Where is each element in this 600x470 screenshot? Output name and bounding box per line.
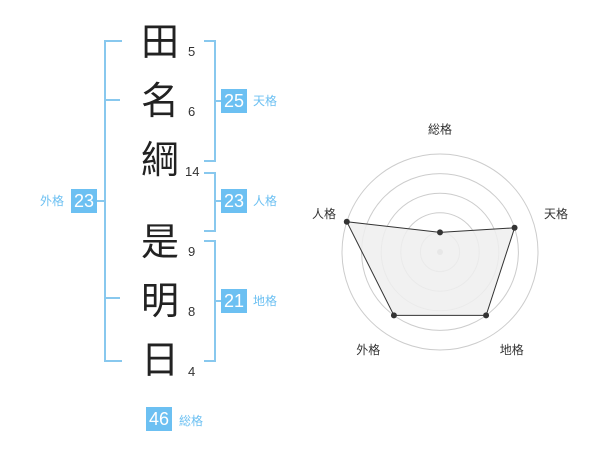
jinkaku-connector	[214, 200, 222, 202]
radar-axis-label-2: 天格	[544, 206, 568, 221]
radar-point-5	[343, 218, 350, 225]
stroke-count-6: 4	[188, 364, 196, 379]
chikaku-connector	[214, 300, 222, 302]
radar-axis-label-5: 人格	[312, 206, 336, 221]
jinkaku-badge: 23	[221, 189, 248, 213]
stroke-count-4: 9	[188, 244, 196, 259]
name-char-5: 明	[140, 279, 179, 323]
radar-point-2	[511, 224, 518, 231]
gaikaku-badge: 23	[71, 189, 98, 213]
stroke-count-1: 5	[188, 44, 196, 59]
name-char-1: 田	[140, 20, 179, 64]
stroke-count-5: 8	[188, 304, 196, 319]
gaikaku-label: 外格	[40, 194, 65, 208]
radar-polygon	[345, 221, 516, 316]
gaikaku-tick-bottom	[106, 297, 120, 299]
chikaku-badge: 21	[221, 289, 248, 313]
name-char-2: 名	[140, 79, 179, 123]
radar-axis-label-1: 総格	[428, 122, 452, 137]
radar-axis-label-3: 地格	[500, 342, 524, 357]
gaikaku-connector	[97, 200, 106, 202]
chikaku-label: 地格	[253, 294, 278, 308]
tenkaku-connector	[214, 100, 222, 102]
stroke-count-2: 6	[188, 104, 196, 119]
name-char-6: 日	[140, 338, 179, 382]
jinkaku-label: 人格	[253, 194, 278, 208]
stroke-count-3: 14	[185, 164, 200, 179]
soukaku-badge: 46	[146, 407, 173, 431]
name-char-3: 綱	[140, 138, 179, 182]
radar-axis-label-4: 外格	[356, 342, 380, 357]
jinkaku-bracket	[204, 172, 216, 232]
radar-ring-5	[341, 153, 539, 351]
gaikaku-tick-top	[106, 99, 120, 101]
radar-point-4	[390, 312, 397, 319]
radar-point-1	[437, 229, 443, 236]
tenkaku-label: 天格	[253, 94, 278, 108]
tenkaku-badge: 25	[221, 89, 248, 113]
radar-point-3	[483, 312, 490, 319]
soukaku-label: 総格	[179, 414, 204, 428]
name-char-4: 是	[140, 220, 179, 264]
